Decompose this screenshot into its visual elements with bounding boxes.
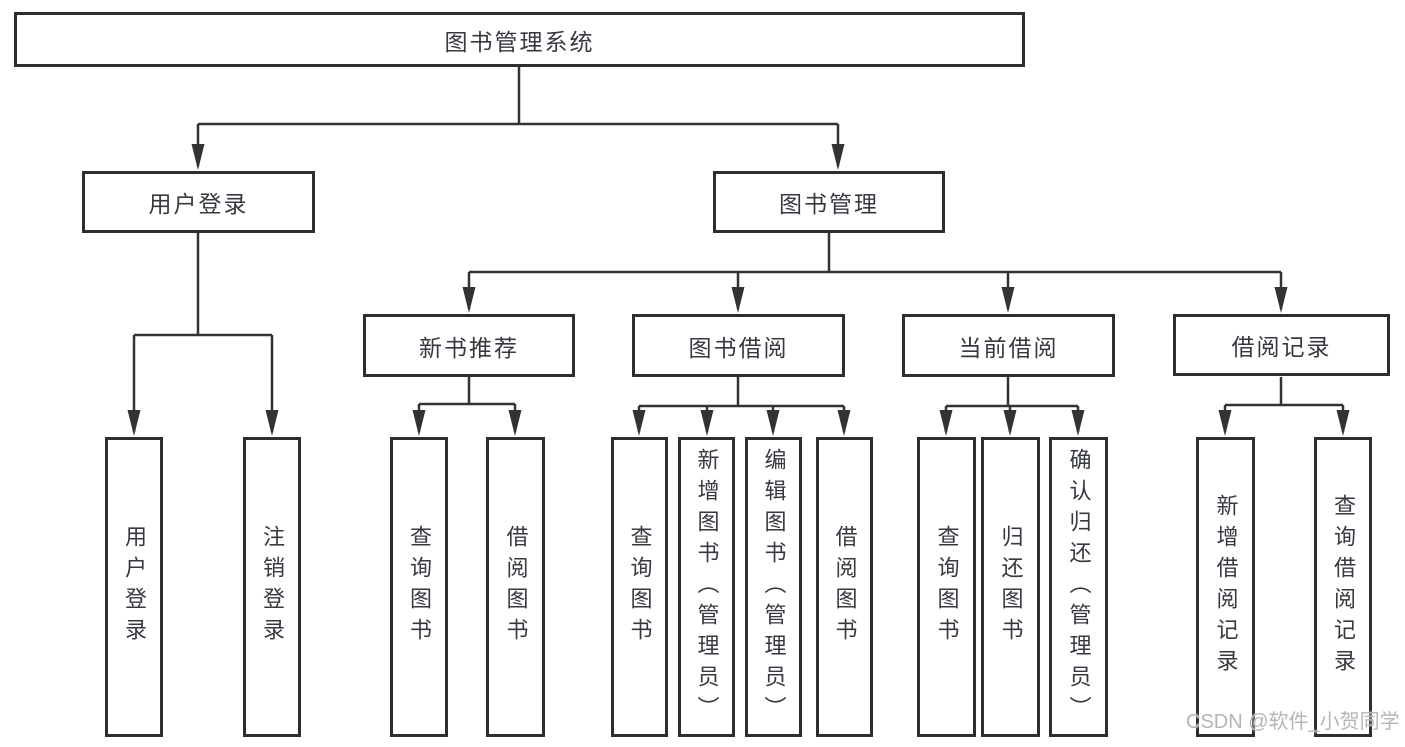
- node-leaf-borrow-books-2: 借阅图书: [816, 437, 873, 737]
- node-leaf-query-books-1: 查询图书: [390, 437, 448, 737]
- node-label: 注销登录: [260, 525, 285, 649]
- node-root-system: 图书管理系统: [14, 12, 1025, 67]
- node-label: 图书管理: [779, 191, 879, 217]
- node-label: 编辑图书（管理员）: [761, 447, 787, 727]
- node-label: 新书推荐: [419, 334, 519, 361]
- node-label: 查询借阅记录: [1331, 494, 1356, 680]
- tree-edges: [132, 67, 1345, 432]
- node-leaf-borrow-books-1: 借阅图书: [486, 437, 545, 737]
- node-label: 当前借阅: [958, 334, 1059, 361]
- node-borrowing-records: 借阅记录: [1173, 314, 1390, 376]
- node-leaf-logout: 注销登录: [243, 437, 301, 737]
- node-leaf-add-books-admin: 新增图书（管理员）: [678, 437, 735, 737]
- node-leaf-query-books-3: 查询图书: [917, 437, 976, 737]
- node-leaf-query-books-2: 查询图书: [611, 437, 668, 737]
- node-label: 确认归还（管理员）: [1066, 447, 1092, 727]
- arrowhead-icon: [127, 144, 1350, 436]
- node-leaf-edit-books-admin: 编辑图书（管理员）: [745, 437, 802, 737]
- node-label: 图书管理系统: [444, 28, 595, 55]
- node-current-borrowing: 当前借阅: [902, 314, 1115, 377]
- csdn-watermark: CSDN @软件_小贺同学: [1186, 711, 1400, 733]
- node-label: 查询图书: [627, 525, 653, 649]
- node-label: 新增图书（管理员）: [694, 447, 720, 727]
- node-label: 查询图书: [407, 525, 432, 649]
- node-leaf-add-borrow-record: 新增借阅记录: [1196, 437, 1255, 737]
- node-label: 借阅图书: [832, 525, 858, 649]
- node-label: 用户登录: [148, 191, 249, 217]
- node-leaf-user-login: 用户登录: [105, 437, 163, 737]
- node-leaf-return-books: 归还图书: [981, 437, 1040, 737]
- node-book-management: 图书管理: [713, 171, 945, 233]
- node-new-book-recommend: 新书推荐: [363, 314, 575, 377]
- node-label: 借阅记录: [1231, 334, 1332, 360]
- node-label: 图书借阅: [688, 334, 789, 361]
- node-label: 用户登录: [122, 525, 147, 649]
- node-book-borrowing: 图书借阅: [632, 314, 845, 377]
- node-label: 查询图书: [934, 525, 960, 649]
- node-leaf-query-borrow-record: 查询借阅记录: [1314, 437, 1372, 737]
- node-label: 归还图书: [998, 525, 1024, 649]
- node-user-login: 用户登录: [82, 171, 315, 233]
- node-leaf-confirm-return-admin: 确认归还（管理员）: [1049, 437, 1108, 737]
- node-label: 新增借阅记录: [1213, 494, 1239, 680]
- node-label: 借阅图书: [503, 525, 529, 649]
